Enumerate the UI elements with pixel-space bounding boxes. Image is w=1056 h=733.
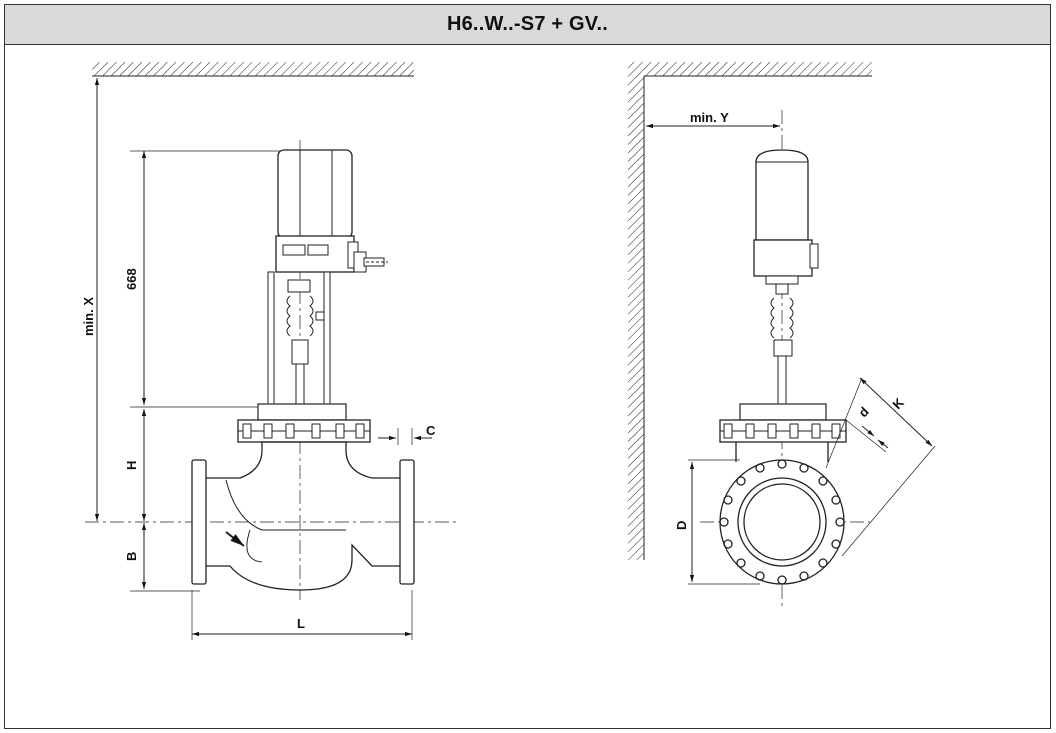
flange-face [719, 459, 845, 585]
right-view [628, 62, 936, 610]
right-ceiling-hatch [644, 62, 872, 76]
label-d-big: D [674, 521, 689, 530]
drawing-frame: H6..W..-S7 + GV.. [4, 4, 1051, 729]
title-bar: H6..W..-S7 + GV.. [5, 5, 1050, 45]
label-k: K [890, 394, 908, 412]
bonnet-right [719, 403, 847, 443]
actuator-right [753, 149, 819, 285]
actuator-left [275, 149, 388, 273]
wall-hatch [628, 62, 644, 560]
label-c: C [426, 423, 436, 438]
yoke-left [267, 271, 331, 405]
left-view [85, 62, 460, 640]
valve-body-left [191, 441, 415, 591]
bonnet-left [237, 403, 371, 443]
label-668: 668 [124, 268, 139, 290]
dim-k [859, 377, 933, 447]
yoke-right [770, 283, 794, 405]
label-l: L [297, 616, 305, 631]
label-h: H [124, 461, 139, 470]
label-b: B [124, 552, 139, 561]
label-min-y: min. Y [690, 110, 729, 125]
label-min-x: min. X [81, 297, 96, 336]
drawing-title: H6..W..-S7 + GV.. [446, 13, 609, 35]
ceiling-hatch [92, 62, 414, 76]
label-d-small: d [856, 404, 872, 420]
